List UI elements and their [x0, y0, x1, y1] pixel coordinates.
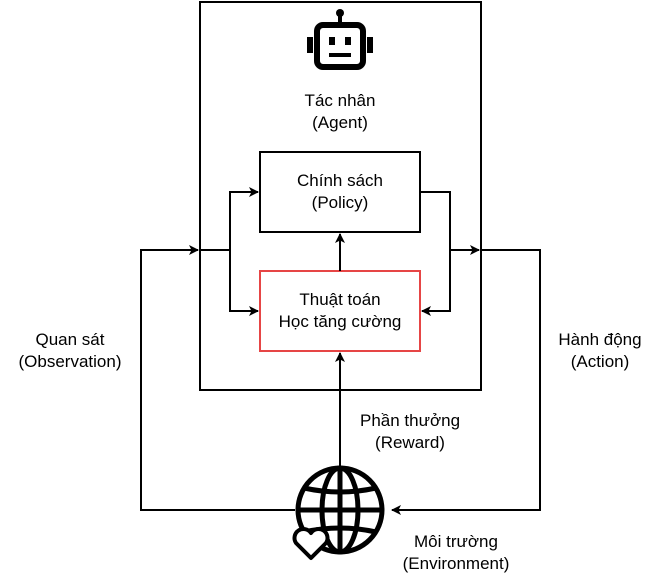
action-arrow: [391, 249, 541, 515]
reward-label-line1: Phần thưởng: [359, 411, 461, 430]
observation-label: Quan sát (Observation): [18, 329, 122, 373]
agent-label-line2: (Agent): [312, 113, 368, 132]
policy-to-action-arrow: [420, 191, 480, 255]
agent-label-line1: Tác nhân: [304, 91, 376, 110]
reward-label: Phần thưởng (Reward): [360, 410, 460, 454]
action-label: Hành động (Action): [558, 329, 641, 373]
observation-label-line2: (Observation): [18, 352, 122, 371]
observation-label-line1: Quan sát: [35, 330, 105, 349]
algorithm-label-line2: Học tăng cường: [278, 312, 402, 331]
policy-label-line2: (Policy): [311, 193, 369, 212]
policy-to-algorithm-arrow: [421, 250, 451, 316]
environment-label-line2: (Environment): [402, 554, 510, 573]
obs-to-policy-arrow: [200, 187, 259, 251]
algorithm-label: Thuật toán Học tăng cường: [279, 289, 402, 333]
robot-icon: [307, 9, 373, 70]
reward-label-line2: (Reward): [375, 433, 445, 452]
action-label-line2: (Action): [570, 352, 630, 371]
observation-arrow: [140, 245, 295, 511]
policy-label-line1: Chính sách: [297, 171, 383, 190]
action-label-line1: Hành động: [558, 330, 642, 349]
algorithm-label-line1: Thuật toán: [299, 290, 381, 309]
agent-label: Tác nhân (Agent): [305, 90, 376, 134]
environment-label: Môi trường (Environment): [403, 531, 510, 575]
environment-label-line1: Môi trường: [414, 532, 498, 551]
globe-heart-icon: [292, 465, 385, 560]
algorithm-box: [259, 270, 421, 352]
obs-to-algorithm-arrow: [229, 250, 259, 316]
policy-label: Chính sách (Policy): [297, 170, 383, 214]
